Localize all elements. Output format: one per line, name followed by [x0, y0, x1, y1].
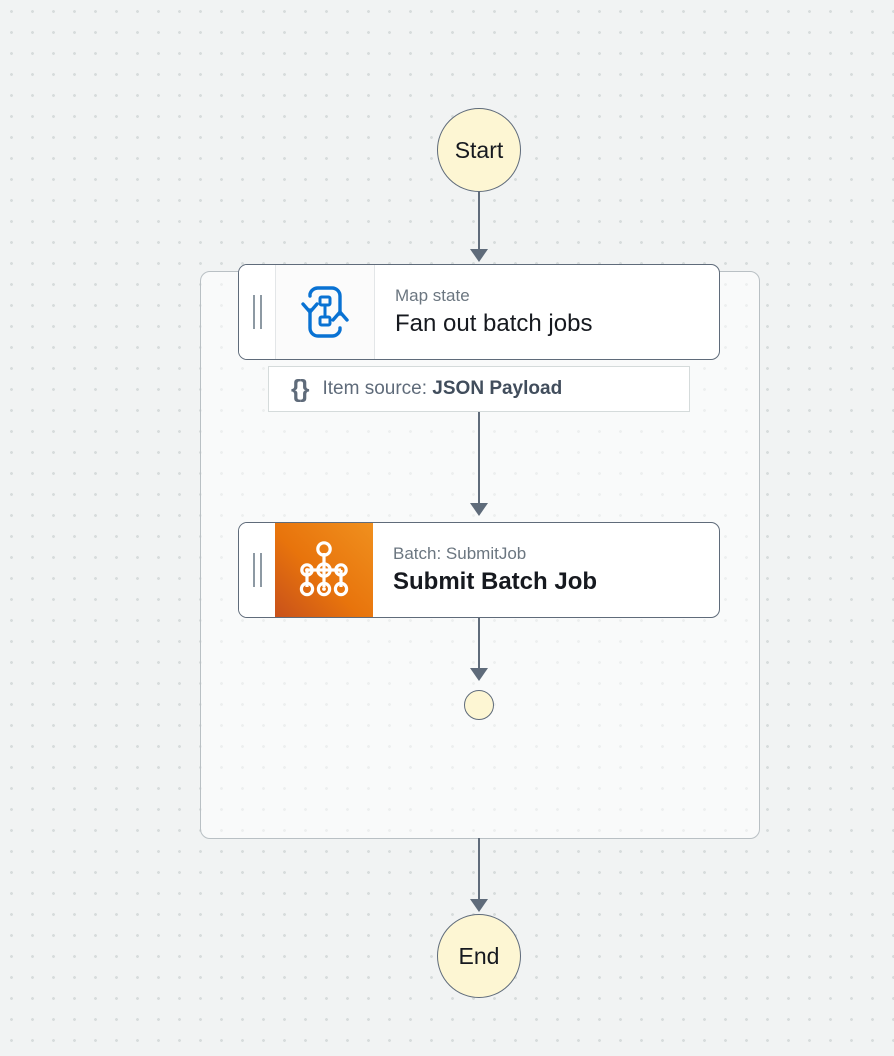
map-iteration-end-node[interactable]: [464, 690, 494, 720]
item-source-badge[interactable]: {} Item source: JSON Payload: [268, 366, 690, 412]
arrowhead-start-to-map: [470, 249, 488, 262]
edge-map-to-end: [478, 838, 480, 906]
batch-task-kind-label: Batch: SubmitJob: [393, 543, 527, 563]
arrowhead-map-to-batch: [470, 503, 488, 516]
json-braces-icon: {}: [291, 374, 309, 403]
batch-task-title: Submit Batch Job: [393, 567, 598, 595]
edge-start-to-map: [478, 192, 480, 250]
aws-batch-icon: [275, 523, 373, 617]
map-state-kind-label: Map state: [395, 285, 470, 305]
item-source-text: Item source: JSON Payload: [322, 378, 562, 400]
end-node-label: End: [458, 942, 500, 969]
end-node[interactable]: End: [437, 914, 521, 998]
batch-task-card[interactable]: Batch: SubmitJob Submit Batch Job: [238, 522, 720, 618]
start-node[interactable]: Start: [437, 108, 521, 192]
edge-map-to-batch: [478, 412, 480, 504]
map-loop-icon: [275, 265, 375, 359]
drag-handle-icon[interactable]: [239, 523, 275, 617]
edge-batch-to-iteration-end: [478, 618, 480, 670]
arrowhead-map-to-end: [470, 899, 488, 912]
start-node-label: Start: [454, 136, 504, 163]
map-state-title: Fan out batch jobs: [395, 309, 593, 337]
arrowhead-batch-to-iteration-end: [470, 668, 488, 681]
item-source-value: JSON Payload: [432, 378, 563, 399]
batch-task-text: Batch: SubmitJob Submit Batch Job: [373, 523, 719, 617]
item-source-prefix: Item source:: [322, 378, 433, 399]
map-state-card[interactable]: Map state Fan out batch jobs: [238, 264, 720, 360]
drag-handle-icon[interactable]: [239, 265, 275, 359]
map-state-text: Map state Fan out batch jobs: [375, 265, 719, 359]
